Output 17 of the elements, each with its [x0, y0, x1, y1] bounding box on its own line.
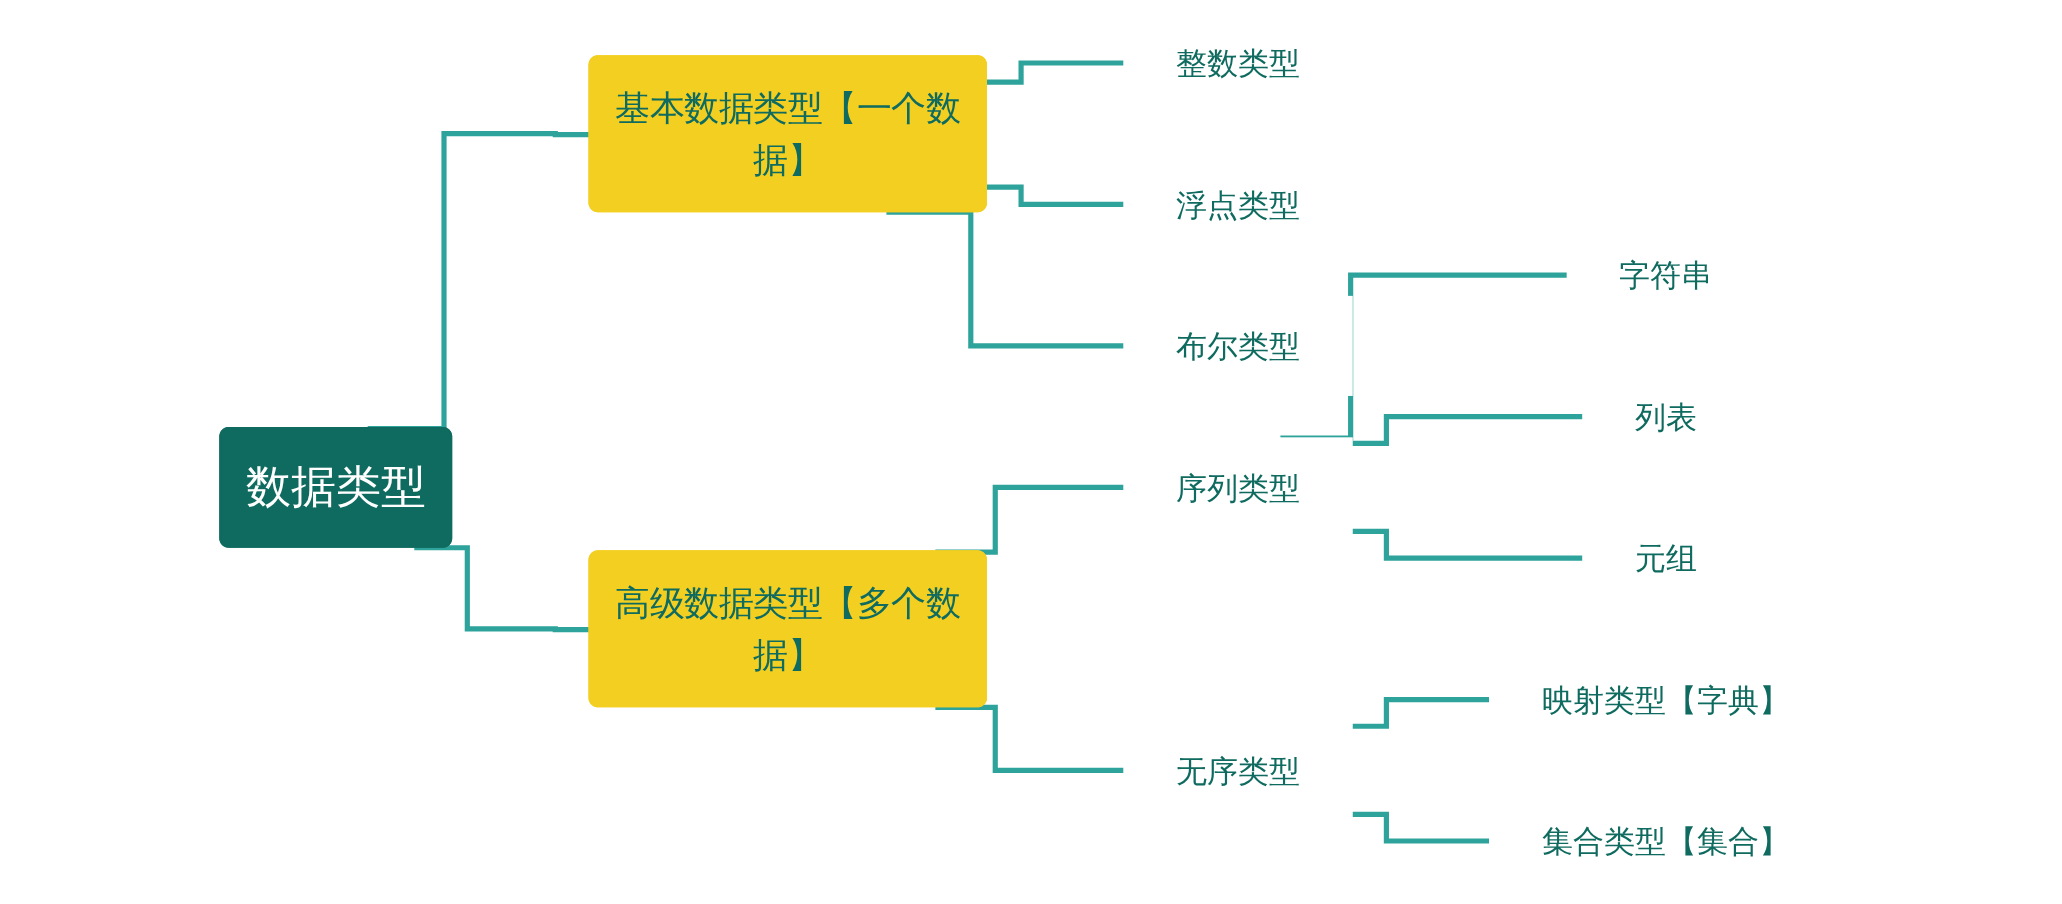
node-text: 元组: [1634, 539, 1697, 577]
node-text: 列表: [1634, 398, 1697, 435]
connector: [987, 184, 1125, 208]
node-text: 集合类型【集合】: [1541, 822, 1791, 860]
node-text: 浮点类型: [1175, 186, 1301, 223]
connector: [935, 484, 1125, 555]
node-text: 无序类型: [1175, 752, 1301, 789]
connector: [1351, 696, 1490, 729]
connector: [1351, 811, 1490, 844]
connector: [935, 704, 1125, 773]
connector: [1351, 528, 1584, 561]
node-text: 映射类型【字典】: [1541, 681, 1791, 718]
node-text: 字符串: [1619, 257, 1713, 294]
connector: [987, 60, 1125, 85]
node-text: 整数类型: [1175, 44, 1301, 82]
connector: [1351, 414, 1584, 446]
connector: [886, 209, 1125, 349]
